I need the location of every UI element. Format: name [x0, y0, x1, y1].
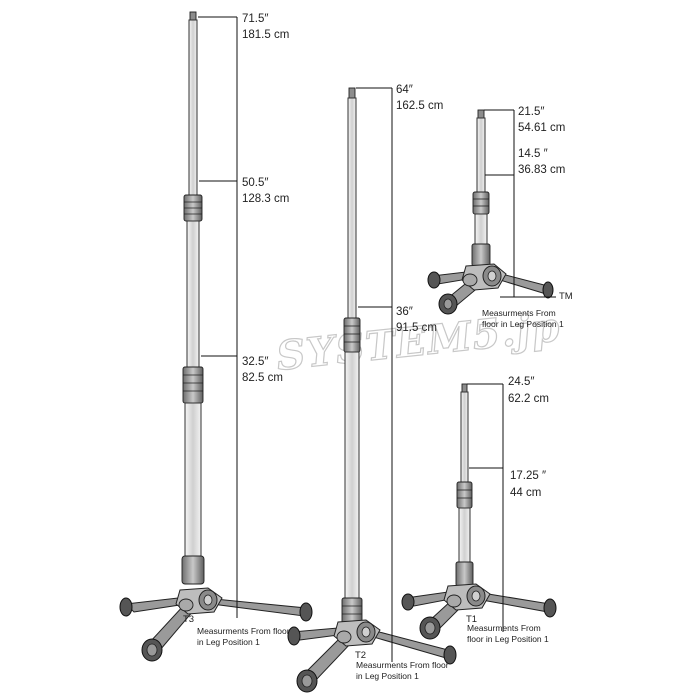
stand-tm-model-label: TM [559, 291, 573, 302]
stand-tm-tip [477, 109, 485, 119]
stand-t2-base [287, 619, 457, 693]
stand-t1: 24.5″ 62.2 cm 17.25 ″ 44 cm T1 Measurmen… [401, 376, 557, 644]
stand-t1-dim-1-cm: 44 cm [510, 487, 541, 499]
stand-tm-dim-1-in: 14.5 ″ [518, 148, 548, 160]
stand-t3-dim-1-in: 50.5″ [242, 177, 268, 189]
stand-t2-tip [348, 87, 356, 99]
stand-tm: 21.5″ 54.61 cm 14.5 ″ 36.83 cm TM Measur… [427, 106, 573, 329]
stand-t3-base [119, 587, 313, 662]
stand-t3-collar [181, 555, 205, 585]
stand-t2: 64″ 162.5 cm 36″ 91.5 cm T2 Measurments … [287, 84, 457, 693]
stand-t1-tip [461, 383, 468, 393]
stand-t1-collar [455, 561, 474, 587]
stand-tm-note-line2: floor in Leg Position 1 [482, 319, 564, 329]
stand-t3-model-label: T3 [183, 614, 194, 625]
stand-tm-tube-lower [474, 213, 488, 245]
stand-tm-dim-0-in: 21.5″ [518, 106, 544, 118]
stand-t2-dim-0-cm: 162.5 cm [396, 100, 443, 112]
stand-t1-dim-1-in: 17.25 ″ [510, 470, 546, 482]
stand-t3-note-line1: Measurments From floor [197, 626, 290, 636]
stand-tm-collar [471, 243, 491, 267]
stand-t3-clamp-upper [183, 194, 203, 222]
stand-t2-model-label: T2 [355, 650, 366, 661]
stand-t1-base [401, 583, 557, 640]
stand-t2-note-line2: in Leg Position 1 [356, 671, 419, 681]
stand-t1-tube-upper [460, 391, 469, 483]
stand-tm-tube-upper [476, 117, 486, 193]
stand-t2-dim-0-in: 64″ [396, 84, 413, 96]
stand-t1-tube-lower [458, 507, 471, 565]
stand-t2-tube-lower [344, 351, 360, 601]
stand-tm-note-line1: Measurments From [482, 308, 556, 318]
stand-t1-note-line2: floor in Leg Position 1 [467, 634, 549, 644]
stand-t1-dim-0-cm: 62.2 cm [508, 393, 549, 405]
stand-t1-model-label: T1 [466, 614, 477, 625]
stand-t3-dim-1-cm: 128.3 cm [242, 193, 289, 205]
stand-t3-clamp-lower [182, 366, 204, 404]
stand-t2-note-line1: Measurments From floor [356, 660, 449, 670]
stand-t1-note-line1: Measurments From [467, 623, 541, 633]
stand-t1-dim-0-in: 24.5″ [508, 376, 534, 388]
stand-tm-clamp-upper [472, 191, 490, 215]
stand-t2-tube-upper [347, 97, 357, 319]
stand-tm-dim-1-cm: 36.83 cm [518, 164, 565, 176]
stand-t3-dim-2-in: 32.5″ [242, 356, 268, 368]
stand-t3-dim-0-in: 71.5″ [242, 13, 268, 25]
stand-t3-dim-2-cm: 82.5 cm [242, 372, 283, 384]
stand-t3-tube-lower [184, 402, 202, 559]
stand-t3-tube-middle [186, 220, 200, 368]
stand-t3-tip [189, 11, 197, 21]
stand-t3-tube-upper [188, 19, 198, 197]
stand-t2-collar [341, 597, 363, 625]
stand-t3-dim-0-cm: 181.5 cm [242, 29, 289, 41]
stand-tm-base [427, 263, 554, 315]
stand-t2-dim-1-cm: 91.5 cm [396, 322, 437, 334]
stand-t2-dim-1-in: 36″ [396, 306, 413, 318]
stand-t3: 71.5″ 181.5 cm 50.5″ 128.3 cm 32.5″ 82.5… [119, 11, 313, 662]
stand-t3-note-line2: in Leg Position 1 [197, 637, 260, 647]
stand-t2-clamp-upper [343, 317, 361, 353]
stand-tm-dim-0-cm: 54.61 cm [518, 122, 565, 134]
stand-t1-clamp-upper [456, 481, 473, 509]
